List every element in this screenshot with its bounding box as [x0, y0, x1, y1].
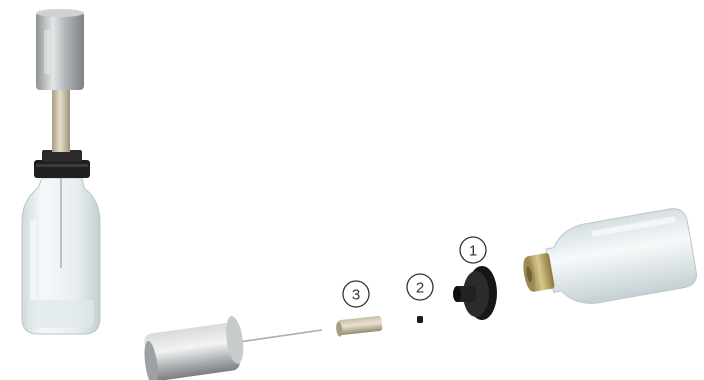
callout-1: 1 [460, 237, 486, 263]
callout-2: 2 [407, 274, 433, 300]
callout-2-label: 2 [416, 280, 424, 297]
black-cap-part [453, 266, 497, 320]
callout-1-label: 1 [469, 243, 477, 260]
black-cap [34, 160, 90, 178]
filter-tube-part [335, 316, 382, 337]
callout-3: 3 [343, 281, 369, 307]
metal-cylinder-with-needle [142, 315, 322, 380]
metal-cylinder [36, 12, 84, 90]
small-o-ring-part [417, 316, 423, 323]
needle [232, 330, 322, 343]
glass-bottle-lying [517, 206, 698, 314]
callout-3-label: 3 [352, 287, 360, 304]
assembled-bottle-unit [22, 9, 100, 334]
filter-tube [52, 88, 70, 152]
